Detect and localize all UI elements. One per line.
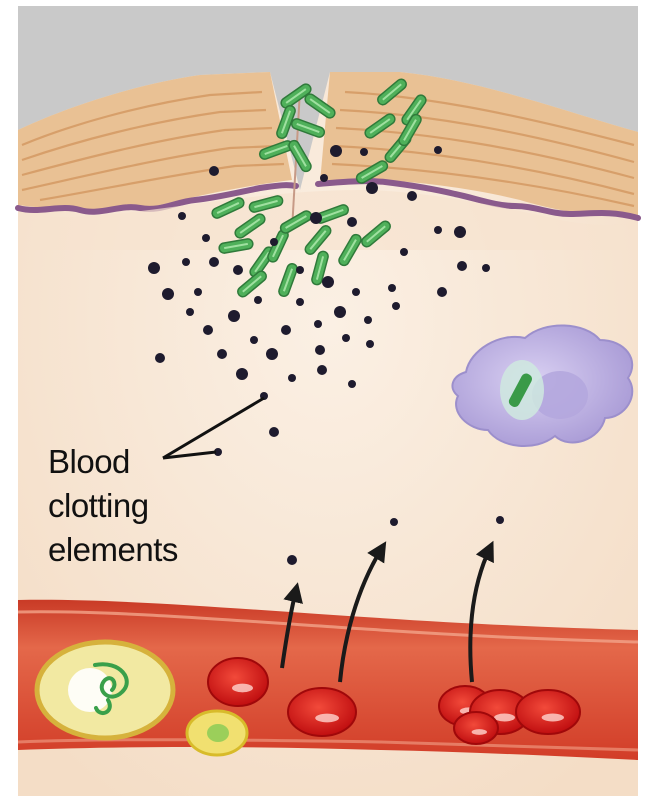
bacteria-icon — [377, 78, 407, 106]
clotting-element-icon — [482, 264, 490, 272]
arrows-group — [280, 540, 494, 683]
bacteria-icon — [237, 270, 267, 298]
clotting-element-icon — [320, 174, 328, 182]
bacteria-icon — [355, 160, 389, 184]
clotting-element-icon — [217, 349, 227, 359]
bacteria-icon — [288, 139, 312, 173]
red-blood-cell-icon — [515, 689, 581, 735]
clotting-element-icon — [388, 284, 396, 292]
platelet-cell-icon — [185, 709, 249, 757]
clotting-element-icon — [254, 296, 262, 304]
clotting-elements-group — [148, 145, 504, 565]
clotting-element-icon — [400, 248, 408, 256]
clotting-element-icon — [434, 146, 442, 154]
basement-membrane-right — [315, 178, 641, 221]
clotting-element-icon — [348, 380, 356, 388]
red-blood-cell-icon — [207, 657, 269, 707]
clotting-element-icon — [496, 516, 504, 524]
clotting-element-icon — [202, 234, 210, 242]
bacteria-icon — [278, 262, 298, 298]
clotting-element-icon — [162, 288, 174, 300]
basement-membrane — [15, 182, 299, 215]
clotting-element-icon — [457, 261, 467, 271]
clotting-element-icon — [352, 288, 360, 296]
bacteria-icon — [398, 113, 422, 147]
bacteria-icon — [401, 94, 427, 126]
clotting-element-icon — [155, 353, 165, 363]
clotting-element-icon — [228, 310, 240, 322]
bacteria-icon — [361, 220, 391, 248]
clotting-element-icon — [233, 265, 243, 275]
clotting-element-icon — [250, 336, 258, 344]
clotting-element-icon — [434, 226, 442, 234]
bacteria-icon — [304, 93, 336, 119]
arrow-icon — [280, 582, 303, 669]
clotting-element-icon — [392, 302, 400, 310]
skin-stripes — [21, 90, 635, 208]
bacteria-icon — [311, 250, 329, 286]
bacteria-icon — [211, 197, 245, 219]
label-line-3: elements — [48, 531, 178, 568]
clotting-element-icon — [296, 298, 304, 306]
bacteria-group — [211, 78, 427, 298]
phagocyte-icon — [451, 324, 634, 447]
clotting-element-icon — [310, 212, 322, 224]
bacteria-icon — [338, 233, 362, 267]
clotting-element-icon — [437, 287, 447, 297]
clotting-element-icon — [454, 226, 466, 238]
clotting-element-icon — [296, 266, 304, 274]
bacteria-icon — [290, 118, 326, 138]
clotting-element-icon — [342, 334, 350, 342]
clotting-element-icon — [366, 340, 374, 348]
clotting-element-icon — [390, 518, 398, 526]
bacteria-icon — [279, 210, 313, 234]
clotting-element-icon — [209, 166, 219, 176]
clotting-element-icon — [407, 191, 417, 201]
white-blood-cell-icon — [34, 639, 176, 741]
bacteria-icon — [280, 83, 312, 109]
clotting-element-icon — [269, 427, 279, 437]
red-blood-cell-icon — [287, 687, 357, 737]
clotting-element-icon — [148, 262, 160, 274]
bacteria-icon — [304, 225, 332, 255]
clotting-element-icon — [360, 148, 368, 156]
clotting-element-icon — [314, 320, 322, 328]
clotting-element-icon — [288, 374, 296, 382]
clotting-element-icon — [203, 325, 213, 335]
label-pointer-lines — [162, 396, 265, 460]
clotting-element-icon — [214, 448, 222, 456]
clotting-element-icon — [366, 182, 378, 194]
red-blood-cell-icon — [453, 711, 499, 745]
clotting-element-icon — [330, 145, 342, 157]
clotting-element-icon — [364, 316, 372, 324]
blood-clotting-elements-label: Blood clotting elements — [48, 440, 178, 572]
bacteria-icon — [276, 104, 296, 140]
wound-opening — [18, 6, 638, 190]
clotting-element-icon — [334, 306, 346, 318]
clotting-element-icon — [194, 288, 202, 296]
arrow-icon — [468, 540, 494, 683]
clotting-element-icon — [270, 238, 278, 246]
clotting-element-icon — [315, 345, 325, 355]
clotting-element-icon — [317, 365, 327, 375]
clotting-element-icon — [236, 368, 248, 380]
clotting-element-icon — [266, 348, 278, 360]
label-line-1: Blood — [48, 443, 130, 480]
clotting-element-icon — [347, 217, 357, 227]
clotting-element-icon — [186, 308, 194, 316]
clotting-element-icon — [281, 325, 291, 335]
bacteria-icon — [234, 213, 266, 239]
red-blood-cells-group — [207, 657, 581, 745]
clotting-element-icon — [209, 257, 219, 267]
label-line-2: clotting — [48, 487, 149, 524]
bacteria-icon — [364, 113, 396, 139]
clotting-element-icon — [287, 555, 297, 565]
clotting-element-icon — [182, 258, 190, 266]
clotting-element-icon — [178, 212, 186, 220]
bacteria-icon — [218, 238, 254, 254]
arrow-icon — [338, 541, 387, 683]
clotting-element-icon — [322, 276, 334, 288]
bacteria-icon — [248, 195, 284, 213]
